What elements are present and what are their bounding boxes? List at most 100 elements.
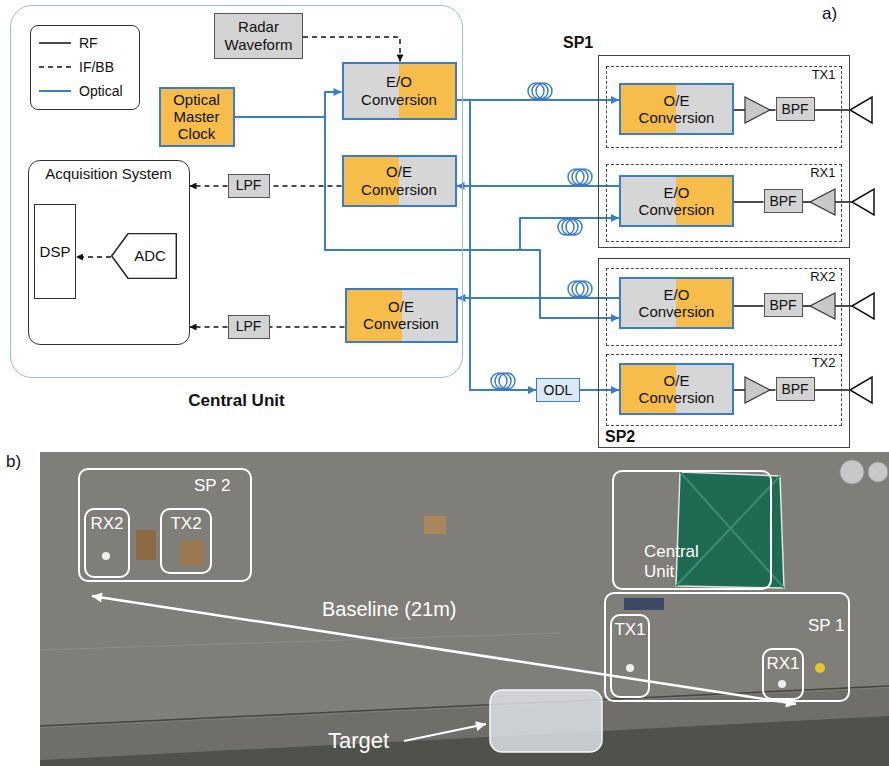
bpf-filter: BPF bbox=[764, 293, 803, 317]
node-text: ADC bbox=[122, 247, 166, 264]
node-text: SP 2 bbox=[194, 476, 231, 496]
legend-line bbox=[39, 90, 71, 92]
oe-converter: O/E Conversion bbox=[619, 83, 734, 135]
legend-box: RF IF/BB Optical bbox=[30, 25, 140, 110]
node-text: BPF bbox=[781, 381, 808, 397]
baseband-link bbox=[303, 37, 400, 62]
photo-region: TX1 bbox=[610, 614, 650, 698]
optical-link bbox=[580, 389, 619, 391]
panel-label: a) bbox=[822, 4, 837, 24]
node-text: TX2 bbox=[162, 514, 210, 534]
baseband-link bbox=[190, 326, 228, 328]
equipment-table bbox=[136, 530, 156, 560]
legend-row: IF/BB bbox=[37, 58, 133, 76]
master-clock: Optical Master Clock bbox=[159, 87, 235, 147]
rx-module: RX2E/O ConversionBPF bbox=[606, 268, 842, 346]
node-text: SP 1 bbox=[808, 616, 845, 636]
fiber-spool bbox=[566, 219, 582, 235]
node-text: TX2 bbox=[812, 356, 836, 371]
eo-converter: E/O Conversion bbox=[619, 175, 734, 227]
node-text: O/E Conversion bbox=[631, 372, 723, 407]
antenna-symbol bbox=[852, 189, 874, 215]
legend-row: RF bbox=[37, 34, 133, 52]
sensor-panel: SP1TX1O/E ConversionBPFRX1E/O Conversion… bbox=[598, 55, 850, 248]
antenna-feed bbox=[812, 109, 850, 111]
legend-sample bbox=[37, 34, 73, 52]
fiber-spool bbox=[576, 169, 592, 185]
tx-module: TX2O/E Conversion BPF bbox=[606, 354, 842, 426]
bpf-filter: BPF bbox=[776, 377, 815, 401]
adc-block: ADC bbox=[111, 233, 177, 279]
antenna-symbol bbox=[850, 377, 872, 403]
antenna-feed bbox=[812, 389, 850, 391]
amplifier-symbol bbox=[745, 377, 770, 403]
roof-fan bbox=[868, 462, 888, 482]
fiber-spool bbox=[499, 373, 515, 389]
legend-text: IF/BB bbox=[79, 58, 114, 76]
fiber-spool bbox=[572, 169, 588, 185]
acquisition-system: Acquisition SystemDSP ADC bbox=[28, 160, 190, 345]
adc-shape bbox=[112, 233, 177, 278]
node-text: Acquisition System bbox=[29, 165, 189, 182]
photo-region: SP 2 RX2 TX2 bbox=[78, 468, 252, 582]
node-text: O/E Conversion bbox=[355, 298, 447, 333]
fiber-spool bbox=[536, 83, 552, 99]
marker-dot bbox=[815, 663, 825, 673]
node-text: O/E Conversion bbox=[353, 163, 445, 198]
rooftop-photo bbox=[40, 452, 889, 766]
legend-text: RF bbox=[79, 34, 98, 52]
delay-line-box: ODL bbox=[536, 378, 580, 402]
node-text: RX2 bbox=[86, 514, 128, 534]
fiber-spool bbox=[562, 219, 578, 235]
optical-link bbox=[458, 297, 620, 299]
rf-link bbox=[734, 201, 764, 203]
amplifier-symbol bbox=[810, 189, 835, 215]
rf-link bbox=[734, 305, 764, 307]
fiber-spool bbox=[576, 281, 592, 297]
lpf-filter: LPF bbox=[228, 315, 270, 339]
photo-region: Central Unit bbox=[612, 470, 772, 590]
legend-sample bbox=[37, 58, 73, 76]
photo-region: TX2 bbox=[160, 508, 212, 574]
node-text: SP1 bbox=[563, 34, 593, 52]
node-text: TX1 bbox=[612, 620, 648, 640]
amplifier-symbol bbox=[745, 97, 770, 123]
node-text: LPF bbox=[236, 177, 262, 193]
dsp-block: DSP bbox=[34, 204, 76, 299]
optical-link bbox=[457, 100, 537, 390]
optical-link bbox=[457, 99, 620, 101]
photo-region: RX2 bbox=[84, 508, 130, 578]
tx-module: TX1O/E Conversion BPF bbox=[606, 66, 842, 148]
bpf-filter: BPF bbox=[764, 189, 803, 213]
node-text: SP2 bbox=[605, 428, 635, 446]
baseband-link bbox=[190, 185, 228, 187]
rx-module: RX1E/O ConversionBPF bbox=[606, 164, 842, 242]
panel-label: b) bbox=[6, 452, 21, 472]
eo-converter: E/O Conversion bbox=[342, 62, 457, 120]
oe-converter: O/E Conversion bbox=[342, 155, 457, 207]
node-text: RX1 bbox=[764, 654, 802, 674]
node-text: Radar Waveform bbox=[220, 18, 298, 53]
eo-converter: E/O Conversion bbox=[619, 277, 734, 329]
legend-text: Optical bbox=[79, 82, 123, 100]
baseline-label: Baseline (21m) bbox=[322, 598, 457, 621]
baseband-link bbox=[76, 256, 111, 258]
node-text: E/O Conversion bbox=[631, 286, 723, 321]
building-below bbox=[40, 716, 889, 766]
baseline-arrow bbox=[92, 596, 796, 704]
node-text: BPF bbox=[769, 193, 796, 209]
roof-fan bbox=[840, 460, 864, 484]
oe-converter: O/E Conversion bbox=[345, 288, 458, 343]
legend-line bbox=[39, 66, 71, 68]
legend-sample bbox=[37, 82, 73, 100]
node-text: BPF bbox=[781, 101, 808, 117]
amplifier-symbol bbox=[810, 293, 835, 319]
node-text: Central Unit bbox=[644, 542, 718, 581]
target-label: Target bbox=[328, 728, 389, 753]
node-text: TX1 bbox=[812, 68, 836, 83]
photo-region: SP 1 TX1RX1 bbox=[604, 592, 850, 702]
antenna-symbol bbox=[852, 293, 874, 319]
baseband-link bbox=[270, 326, 345, 328]
node-text: BPF bbox=[769, 297, 796, 313]
node-text: Central Unit bbox=[11, 391, 462, 411]
